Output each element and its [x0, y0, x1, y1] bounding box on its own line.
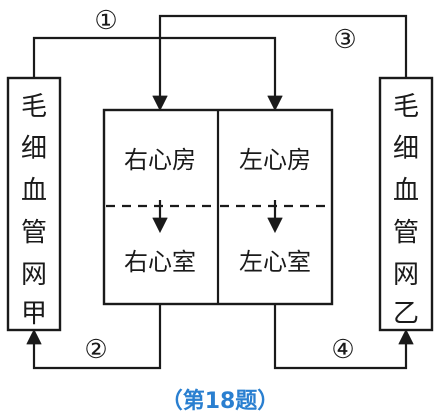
- left-box-char: 细: [21, 134, 47, 164]
- capillary-network-a-box: [6, 76, 62, 332]
- path-3-label: ③: [333, 25, 356, 55]
- right-ventricle-label: 右心室: [124, 248, 196, 276]
- right-box-char: 血: [393, 176, 419, 206]
- left-box-char: 毛: [21, 92, 47, 122]
- right-box-char: 乙: [393, 299, 419, 329]
- path-1-line: [32, 36, 283, 112]
- right-box-char: 网: [393, 260, 419, 290]
- left-ventricle-label: 左心室: [239, 248, 311, 276]
- path-2-label: ②: [84, 335, 107, 365]
- left-box-char: 血: [21, 176, 47, 206]
- right-box-char: 细: [393, 134, 419, 164]
- path-4-label: ④: [331, 335, 354, 365]
- capillary-network-a-label: 毛 细 血 管 网 甲: [21, 92, 47, 329]
- left-box-char: 管: [21, 218, 47, 248]
- capillary-network-b-label: 毛 细 血 管 网 乙: [393, 92, 419, 329]
- left-atrium-label: 左心房: [239, 146, 311, 174]
- right-box-char: 毛: [393, 92, 419, 122]
- right-box-char: 管: [393, 218, 419, 248]
- left-box-char: 甲: [21, 299, 47, 329]
- figure-caption: （第18题）: [161, 388, 280, 414]
- path-1-label: ①: [94, 6, 117, 36]
- path-4-line: [273, 304, 414, 370]
- right-atrium-label: 右心房: [124, 146, 196, 174]
- left-box-char: 网: [21, 260, 47, 290]
- path-3-line: [152, 14, 408, 112]
- path-2-line: [26, 304, 162, 370]
